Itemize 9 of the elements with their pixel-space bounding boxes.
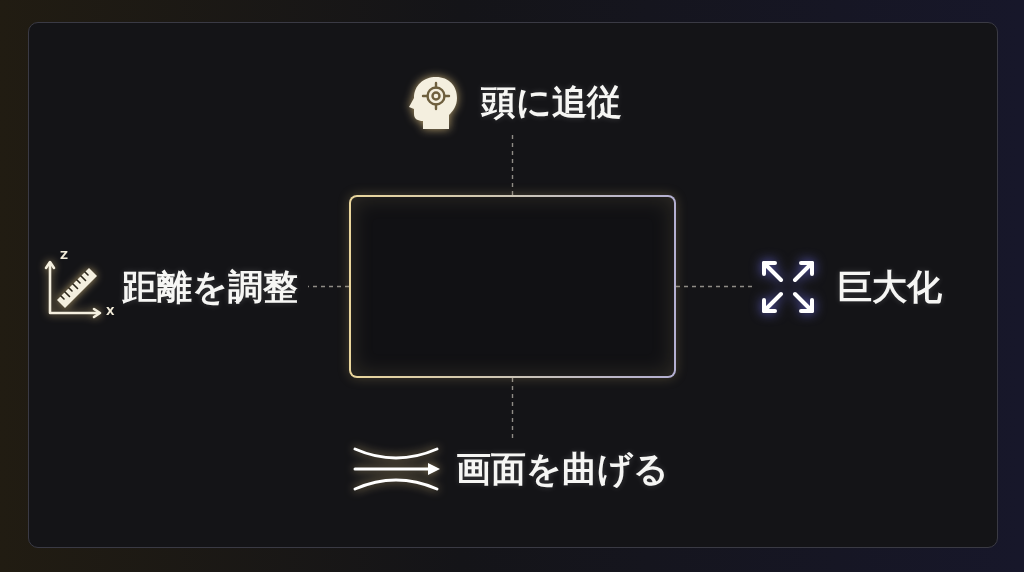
node-label: 頭に追従 xyxy=(480,82,622,122)
dashed-connector xyxy=(307,285,350,288)
node-label: 画面を曲げる xyxy=(455,449,669,489)
node-label: 巨大化 xyxy=(836,267,942,307)
dashed-connector xyxy=(511,377,514,441)
node-label: 距離を調整 xyxy=(122,267,298,307)
screen-frame xyxy=(349,195,676,378)
dashed-connector xyxy=(675,285,753,288)
axis-label: X xyxy=(106,306,115,317)
